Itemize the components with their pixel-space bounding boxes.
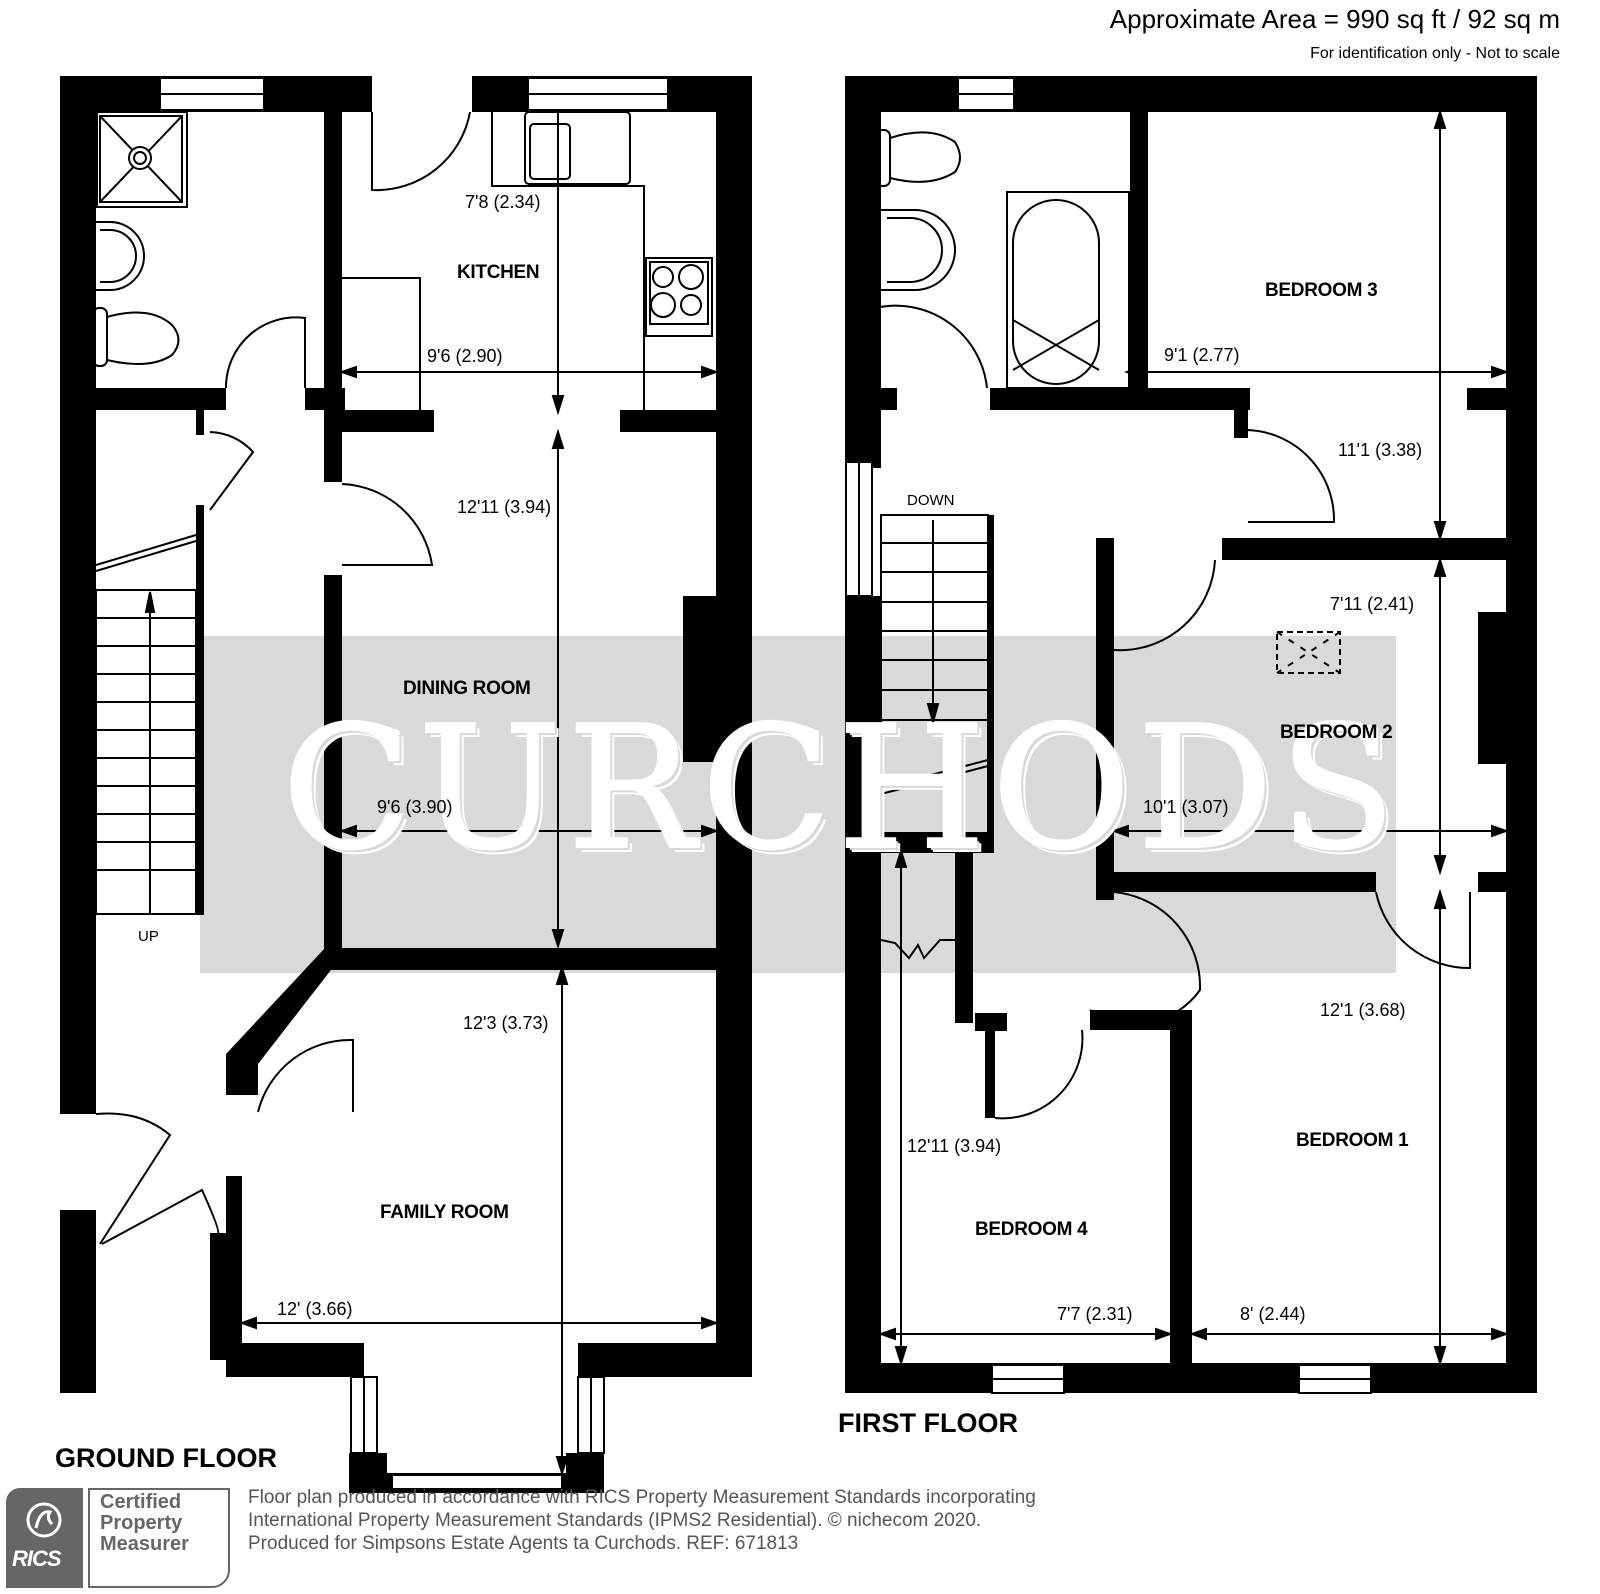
room-label-bedroom-2: BEDROOM 2 [1280,722,1393,743]
lion-crest-icon [26,1502,62,1538]
bedroom3-dim-length: 11'1 (3.38) [1338,440,1423,460]
curchods-watermark: CURCHODS [281,689,1402,889]
watermark-band [200,636,1396,973]
first-floor-stair-treads [881,542,988,726]
footer-line-3: Produced for Simpsons Estate Agents ta C… [248,1533,799,1554]
footer-line-1: Floor plan produced in accordance with R… [248,1487,1036,1508]
certified-property-measurer: Certified Property Measurer [88,1488,230,1588]
rics-certified-badge: RICS Certified Property Measurer [6,1488,230,1588]
footer-line-2: International Property Measurement Stand… [248,1510,982,1531]
first-floor-title: FIRST FLOOR [838,1408,1018,1438]
first-floor-walls [845,76,1537,1393]
bedroom4-dim-width: 7'7 (2.31) [1057,1304,1133,1324]
first-floor-dimension-lines [878,108,1509,1367]
approximate-area: Approximate Area = 990 sq ft / 92 sq m [1109,4,1560,34]
room-label-bedroom-3: BEDROOM 3 [1265,280,1378,301]
bedroom3-dim-width: 9'1 (2.77) [1164,345,1240,365]
bedroom1-dim-width: 8' (2.44) [1240,1304,1306,1324]
room-label-bedroom-4: BEDROOM 4 [975,1219,1088,1240]
room-label-bedroom-1: BEDROOM 1 [1296,1130,1409,1151]
bedroom2-dim-length: 7'11 (2.41) [1330,594,1415,614]
ground-floor-fixtures [92,111,713,1245]
kitchen-dim-length: 7'8 (2.34) [465,192,541,212]
rics-logo: RICS [6,1488,83,1588]
bedroom1-dim-length: 12'1 (3.68) [1320,1000,1406,1020]
family-dim-width: 12' (3.66) [277,1299,353,1319]
ground-floor-windows [159,77,669,1490]
stairs-up-label: UP [138,928,159,945]
ground-floor-stair-treads [96,591,196,871]
room-label-family-room: FAMILY ROOM [380,1202,509,1223]
scale-disclaimer: For identification only - Not to scale [1310,45,1560,62]
footer-credits: Floor plan produced in accordance with R… [248,1486,1036,1555]
stairs-down-label: DOWN [907,492,955,509]
family-dim-length: 12'3 (3.73) [463,1013,549,1033]
dining-dim-length: 12'11 (3.94) [457,497,552,517]
ground-floor-walls [60,76,752,1493]
room-label-dining-room: DINING ROOM [403,678,531,699]
first-floor-fixtures [874,129,1471,1120]
kitchen-dim-width: 9'6 (2.90) [427,346,503,366]
first-floor-windows [845,77,1372,1394]
bedroom2-dim-width: 10'1 (3.07) [1143,797,1229,817]
bedroom4-dim-length: 12'11 (3.94) [907,1136,1002,1156]
ground-floor-title: GROUND FLOOR [55,1443,277,1473]
room-label-kitchen: KITCHEN [457,262,540,283]
ground-floor-dimension-lines [239,112,719,1477]
dining-dim-width: 9'6 (3.90) [377,797,453,817]
